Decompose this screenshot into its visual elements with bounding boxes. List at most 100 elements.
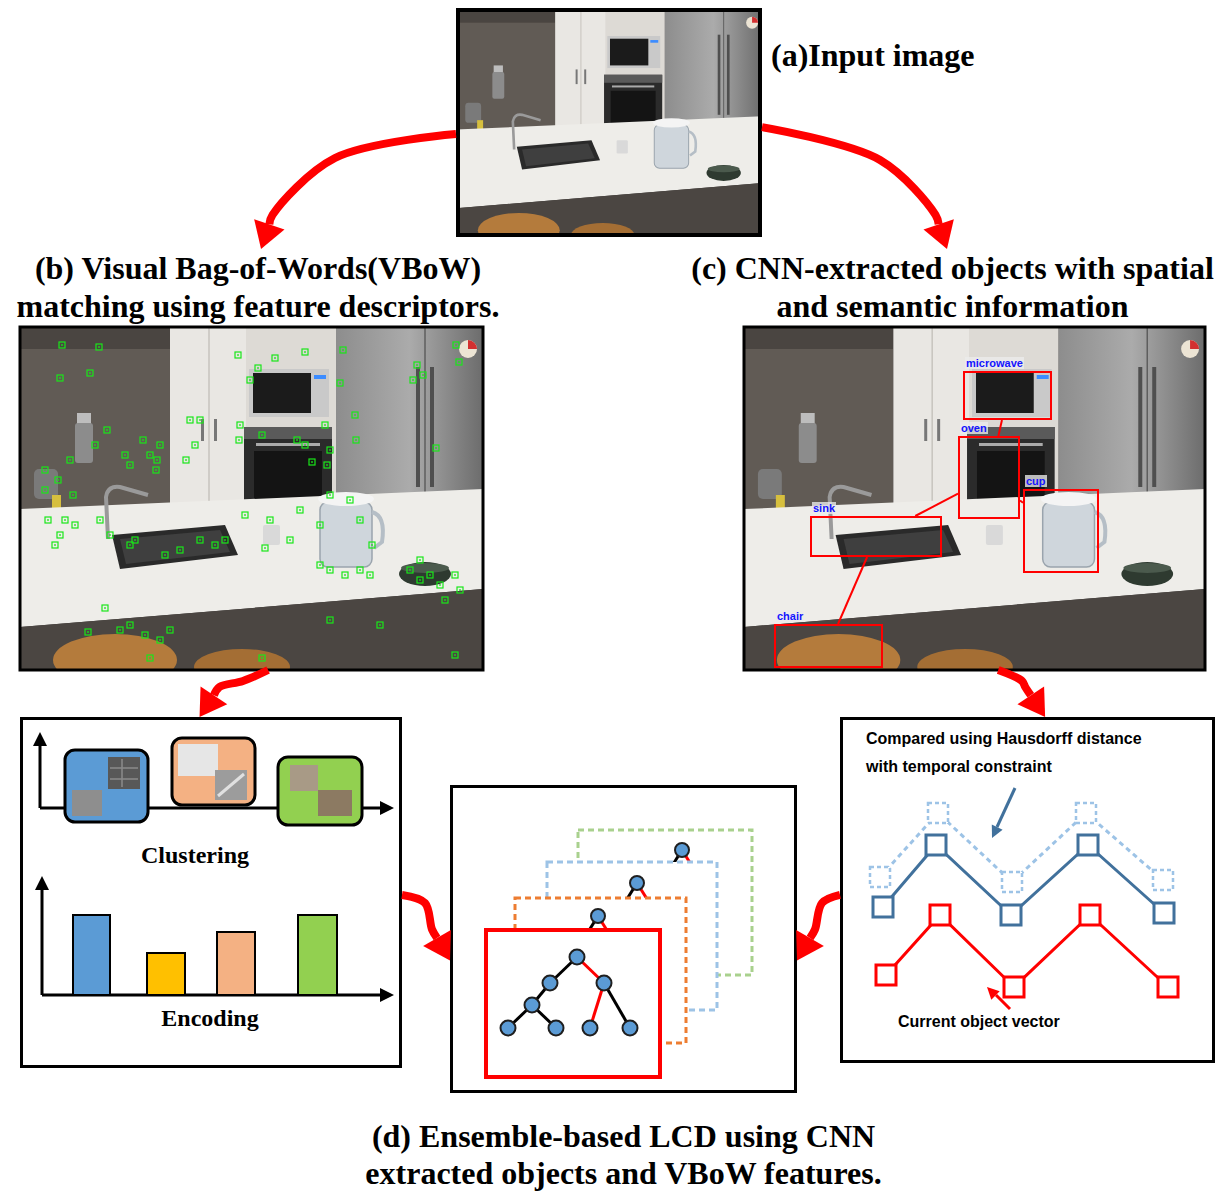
input-photo xyxy=(456,8,762,248)
feature-keypoints xyxy=(102,605,108,611)
feature-keypoints xyxy=(347,497,353,503)
feature-keypoints xyxy=(127,622,133,628)
feature-keypoints xyxy=(327,447,333,453)
feature-keypoints xyxy=(417,577,423,583)
feature-keypoints xyxy=(294,437,300,443)
box-note: Current object vector xyxy=(898,1012,1060,1032)
object-class-label: cup xyxy=(1025,475,1047,487)
feature-keypoints xyxy=(287,537,293,543)
feature-keypoints xyxy=(353,437,359,443)
image-panel: (c) CNN-extracted objects with spatial a… xyxy=(677,249,1228,670)
feature-keypoints xyxy=(242,512,248,518)
feature-keypoints xyxy=(377,622,383,628)
connector-group xyxy=(402,895,451,961)
histogram-chart xyxy=(147,953,185,995)
connector-group xyxy=(200,670,269,717)
flow-arrow xyxy=(762,127,939,224)
feature-keypoints xyxy=(104,427,110,433)
object-vectors xyxy=(880,813,1163,882)
connector-group xyxy=(762,127,954,249)
feature-keypoints xyxy=(183,457,189,463)
feature-keypoints xyxy=(417,557,423,563)
tree-stack xyxy=(597,976,612,991)
feature-keypoints xyxy=(272,355,278,361)
object-box: sink xyxy=(810,516,942,557)
object-vectors xyxy=(1080,905,1100,925)
histogram-chart xyxy=(380,988,394,1002)
text-slot: microwave xyxy=(965,357,1024,369)
object-vectors xyxy=(886,915,1168,987)
clustering-chart xyxy=(172,738,255,805)
feature-keypoints xyxy=(324,462,330,468)
object-vectors xyxy=(1153,870,1173,890)
feature-keypoints xyxy=(297,507,303,513)
tree-stack xyxy=(623,1021,638,1036)
feature-keypoints xyxy=(107,532,113,538)
feature-keypoints xyxy=(42,467,48,473)
feature-keypoints xyxy=(97,517,103,523)
clustering-chart xyxy=(65,750,148,822)
panel-caption: (d) Ensemble-based LCD using CNN extract… xyxy=(344,1118,904,1192)
feature-keypoints xyxy=(236,437,242,443)
object-vectors xyxy=(870,788,1178,1009)
object-link xyxy=(915,494,958,516)
feature-keypoints xyxy=(157,637,163,643)
input-photo xyxy=(456,8,762,248)
tree-stack xyxy=(486,830,752,1077)
arrow-head xyxy=(796,930,824,961)
text-slot: Encoding xyxy=(161,1003,258,1033)
feature-keypoints xyxy=(237,422,243,428)
object-vectors xyxy=(928,803,948,823)
connector-group xyxy=(838,557,867,624)
vbow-photo xyxy=(20,327,483,670)
input-image-frame: (a)Input image xyxy=(456,8,762,237)
feature-keypoints xyxy=(57,532,63,538)
input-photo xyxy=(456,8,762,248)
feature-keypoints xyxy=(262,545,268,551)
flow-arrow xyxy=(998,670,1031,695)
feature-keypoints xyxy=(453,342,459,348)
clustering-chart xyxy=(290,765,318,791)
feature-keypoints xyxy=(309,459,315,465)
feature-keypoints xyxy=(62,517,68,523)
object-class-label: oven xyxy=(960,422,988,434)
vbow-photo xyxy=(20,327,483,686)
feature-keypoints xyxy=(357,567,363,573)
feature-keypoints xyxy=(255,365,261,371)
tree-stack xyxy=(543,976,558,991)
feature-keypoints xyxy=(197,537,203,543)
cnn-photo xyxy=(744,327,1205,686)
box-note: Compared using Hausdorff distance with t… xyxy=(866,725,1166,781)
feature-keypoints xyxy=(322,422,328,428)
clustering-chart xyxy=(72,790,102,816)
tree-stack xyxy=(501,1021,516,1036)
feature-keypoints xyxy=(327,617,333,623)
cnn-photo xyxy=(744,327,1205,686)
tree-stack xyxy=(525,998,540,1013)
object-vectors xyxy=(1158,977,1178,997)
image-panel: (b) Visual Bag-of-Words(VBoW) matching u… xyxy=(5,249,511,670)
feature-keypoints xyxy=(187,417,193,423)
cnn-photo xyxy=(744,327,1205,686)
feature-keypoints xyxy=(132,537,138,543)
feature-keypoints xyxy=(369,542,375,548)
object-vectors xyxy=(873,897,893,917)
arrow-head xyxy=(1017,686,1045,717)
object-box: cup xyxy=(1023,489,1099,573)
feature-keypoints xyxy=(57,375,63,381)
text-slot: (a)Input image xyxy=(771,36,975,74)
object-vectors xyxy=(1078,835,1098,855)
feature-keypoints xyxy=(327,567,333,573)
connector-group xyxy=(796,895,840,961)
connector-group xyxy=(998,420,1002,436)
object-vectors xyxy=(930,905,950,925)
feature-keypoints xyxy=(197,417,203,423)
text-slot: Compared using Hausdorff distance with t… xyxy=(866,725,1166,781)
flow-arrow xyxy=(810,895,840,938)
connector-group xyxy=(915,494,958,516)
feature-keypoints xyxy=(117,627,123,633)
feature-keypoints xyxy=(410,377,416,383)
feature-keypoints xyxy=(235,352,241,358)
feature-keypoints xyxy=(457,587,463,593)
feature-keypoints xyxy=(147,655,153,661)
